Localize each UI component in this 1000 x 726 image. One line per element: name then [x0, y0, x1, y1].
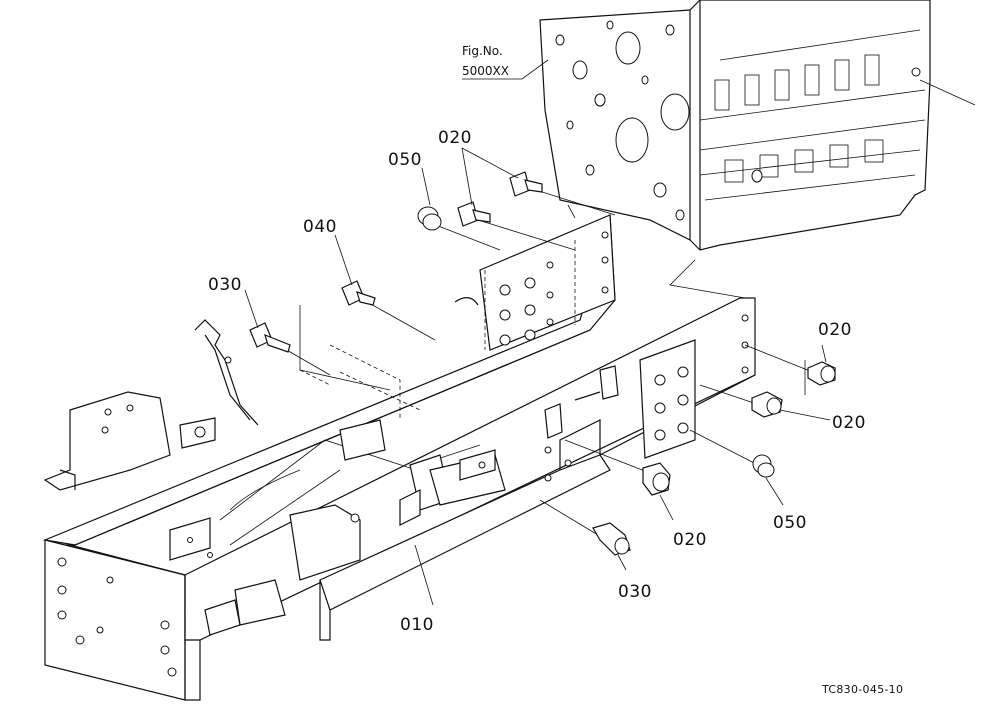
callout-030-left: 030	[208, 275, 242, 295]
plug-050-right	[752, 454, 775, 478]
figure-ref-number: 5000XX	[462, 64, 509, 78]
bolt-020-right-upper	[807, 361, 836, 386]
callout-020-right-upper: 020	[818, 320, 852, 340]
bolt-020-bottom	[642, 462, 671, 496]
bolt-020-top-rear	[509, 171, 543, 197]
callout-leaders	[244, 147, 831, 606]
bolt-020-top-front	[457, 201, 491, 227]
callout-020-top: 020	[438, 128, 472, 148]
bolt-040	[341, 280, 376, 306]
callout-020-right-lower: 020	[832, 413, 866, 433]
bolt-020-right-lower	[751, 391, 783, 418]
figure-reference: Fig.No. 5000XX	[462, 44, 549, 80]
alignment-line	[669, 259, 746, 299]
callout-020-bottom: 020	[673, 530, 707, 550]
callout-030-bottom: 030	[618, 582, 652, 602]
engine-support-frame	[42, 214, 756, 701]
callout-010: 010	[400, 615, 434, 635]
callout-050-top: 050	[388, 150, 422, 170]
alignment-line	[919, 79, 976, 106]
callout-040: 040	[303, 217, 337, 237]
alignment-line	[567, 204, 576, 219]
engine-block	[539, 0, 931, 251]
plug-050-top	[417, 206, 442, 231]
figure-ref-label: Fig.No.	[462, 44, 503, 58]
callout-050-right: 050	[773, 513, 807, 533]
bolt-030-left	[249, 322, 291, 353]
document-id: TC830-045-10	[821, 683, 903, 696]
bolt-030-bottom	[592, 522, 631, 556]
